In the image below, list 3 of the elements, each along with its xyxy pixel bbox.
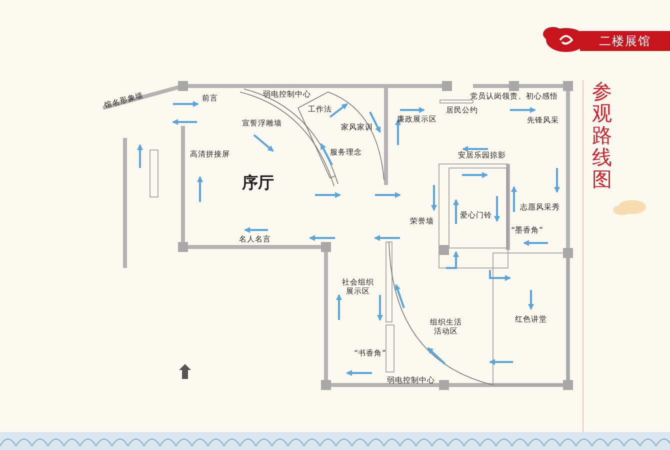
hall-label: 序厅: [242, 174, 274, 192]
section-banner: 二楼展馆: [580, 31, 670, 51]
vertical-title: 参观路线图: [592, 80, 612, 190]
